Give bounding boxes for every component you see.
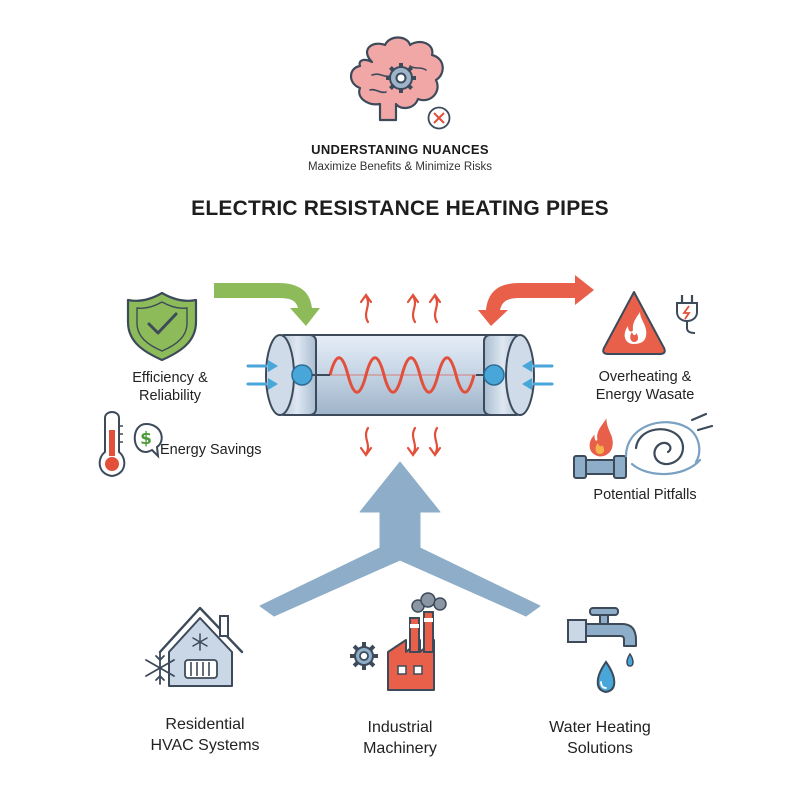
warning-fire-icon bbox=[602, 291, 666, 355]
heat-radiation-arrows bbox=[359, 293, 442, 457]
overheating-label: Overheating &Energy Wasate bbox=[595, 369, 695, 403]
factory-gear-icon bbox=[350, 592, 447, 691]
header-title: UNDERSTANING NUANCES bbox=[311, 142, 489, 157]
burning-pipe-icon bbox=[573, 418, 627, 479]
applications-arrow bbox=[259, 461, 541, 617]
swirl-icon bbox=[624, 412, 714, 476]
dollar-bubble-icon: $ bbox=[133, 422, 163, 459]
benefit-flow-arrow bbox=[214, 283, 320, 326]
main-title: ELECTRIC RESISTANCE HEATING PIPES bbox=[191, 197, 609, 220]
faucet-drop-icon bbox=[567, 607, 637, 694]
thermometer-icon bbox=[98, 411, 126, 478]
house-snowflake-icon bbox=[145, 606, 244, 687]
efficiency-label: Efficiency &Reliability bbox=[132, 370, 208, 404]
plug-icon bbox=[676, 295, 698, 334]
inflow-lines bbox=[246, 364, 554, 386]
brain-gear-icon bbox=[349, 36, 444, 122]
svg-text:$: $ bbox=[140, 429, 152, 449]
heating-pipe-icon bbox=[265, 334, 535, 416]
risk-flow-arrow bbox=[478, 275, 594, 326]
close-icon bbox=[427, 106, 451, 130]
potential-pitfalls-label: Potential Pitfalls bbox=[593, 487, 697, 503]
header-subtitle: Maximize Benefits & Minimize Risks bbox=[307, 161, 493, 173]
inflow-arrowheads bbox=[268, 360, 532, 390]
shield-check-icon bbox=[126, 291, 198, 362]
energy-savings-label: Energy Savings bbox=[160, 442, 262, 458]
